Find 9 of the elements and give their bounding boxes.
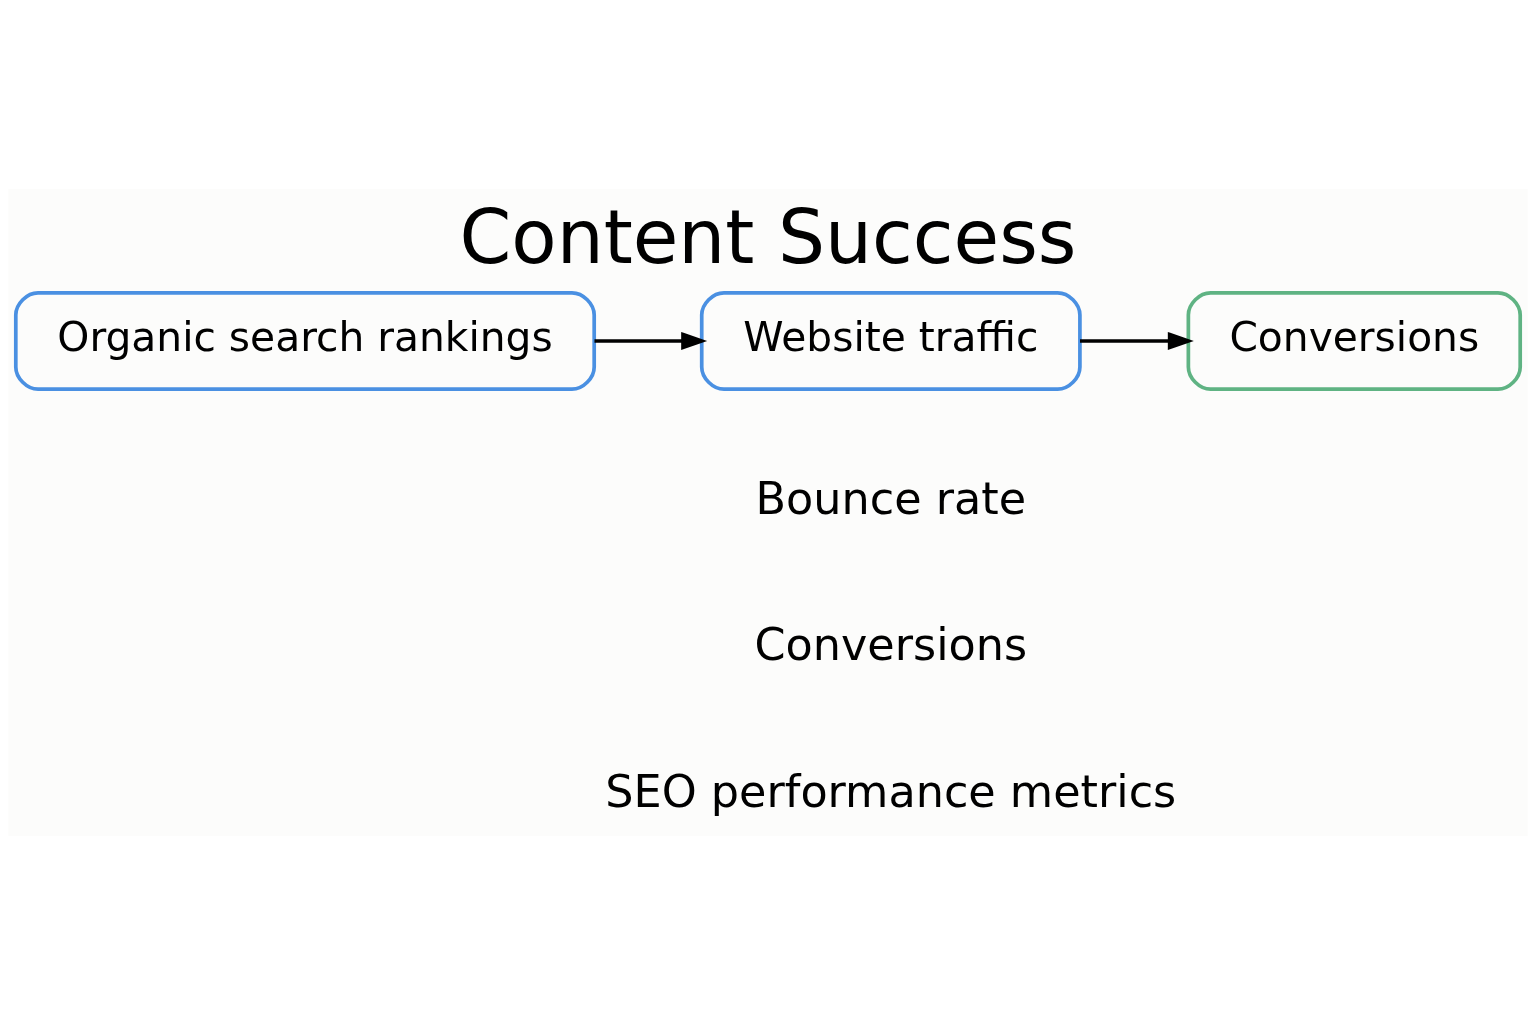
label: Bounce rate bbox=[755, 472, 1027, 524]
label: SEO performance metrics bbox=[605, 765, 1177, 817]
node-box: Conversions bbox=[1186, 290, 1523, 391]
node-box: Website traffic bbox=[699, 290, 1082, 391]
label: Conversions bbox=[754, 618, 1028, 670]
diagram-title: Content Success bbox=[459, 193, 1077, 280]
arrow bbox=[1080, 331, 1194, 350]
node-box: Organic search rankings bbox=[13, 290, 597, 391]
arrow bbox=[594, 331, 708, 350]
